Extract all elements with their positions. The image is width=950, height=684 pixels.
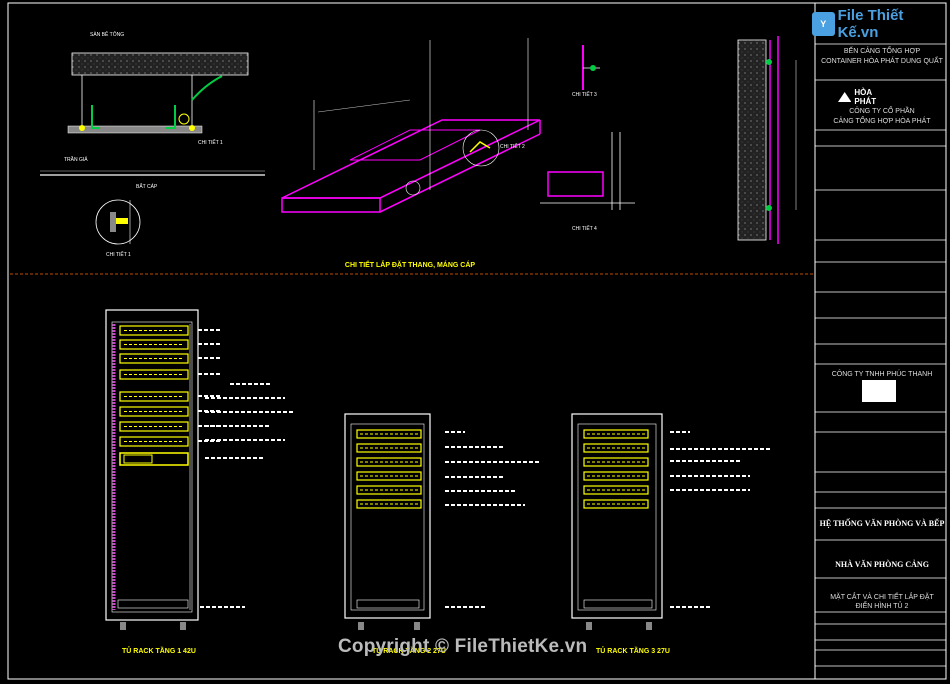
rack-unit: [583, 485, 649, 495]
rack-equipment-units: [119, 325, 652, 630]
rack-3-label: TỦ RACK TẦNG 3 27U: [596, 648, 670, 655]
rack-unit: [119, 406, 189, 417]
watermark-logo: Y File Thiết Kế.vn: [812, 7, 942, 41]
label-tran: TRẦN GIẢ: [64, 157, 88, 163]
label-chi-tiet-4: CHI TIẾT 4: [572, 226, 597, 232]
wall-detail: [737, 36, 797, 244]
drawing-line-1: MẶT CẮT VÀ CHI TIẾT LẮP ĐẶT: [830, 594, 934, 601]
contractor-name: CÔNG TY TNHH PHÚC THANH: [831, 371, 933, 378]
cable-tray-3d: [281, 38, 541, 213]
rack-unit: [119, 452, 189, 466]
drawing-line-2: ĐIỂN HÌNH TỦ 2: [855, 603, 909, 610]
rack-unit: [356, 443, 422, 453]
rack-unit: [356, 457, 422, 467]
rack-unit: [119, 325, 189, 336]
drawing-frame: [7, 2, 947, 680]
rack-unit: [583, 429, 649, 439]
rack-unit: [356, 499, 422, 509]
section-title: CHI TIẾT LẮP ĐẶT THANG, MÁNG CÁP: [344, 262, 476, 269]
rack-1: [105, 309, 199, 621]
detail-1-callout: [95, 199, 141, 245]
system-name: HỆ THỐNG VĂN PHÒNG VÀ BẾP: [819, 519, 945, 528]
rack-3: [571, 413, 663, 619]
rack-unit: [119, 421, 189, 432]
rack-unit: [583, 499, 649, 509]
rack-unit: [119, 436, 189, 447]
title-block-grid: [815, 43, 946, 667]
project-line-1: BẾN CẢNG TỔNG HỢP: [843, 48, 921, 55]
rack-foot: [120, 622, 126, 630]
contractor-logo: [862, 380, 896, 402]
logo-text: HÒA PHÁT: [854, 88, 877, 106]
rack-foot: [180, 622, 186, 630]
project-line-2: CONTAINER HÒA PHÁT DUNG QUẤT: [821, 58, 943, 65]
rack-unit: [583, 443, 649, 453]
slab-detail: [40, 52, 265, 176]
rack-2-label: TỦ RACK TẦNG 2 27U: [372, 648, 446, 655]
label-bat-cap: BẮT CÁP: [136, 184, 158, 190]
label-chi-tiet-3: CHI TIẾT 3: [572, 92, 597, 98]
rack-unit: [119, 391, 189, 402]
label-chi-tiet-1: CHI TIẾT 1: [198, 140, 223, 146]
rack-unit: [119, 369, 189, 380]
rack-unit: [119, 353, 189, 364]
copyright-watermark: Copyright © FileThietKe.vn: [338, 636, 588, 657]
watermark-badge: Y: [812, 12, 835, 36]
rack-foot: [358, 622, 364, 630]
rack-unit: [356, 471, 422, 481]
detail-4: [540, 132, 635, 210]
rack-unit: [356, 429, 422, 439]
rack-unit: [583, 457, 649, 467]
rack-unit: [119, 339, 189, 350]
rack-foot: [414, 622, 420, 630]
label-chi-tiet-2: CHI TIẾT 2: [500, 144, 525, 150]
rack-foot: [646, 622, 652, 630]
label-chi-tiet-1b: CHI TIẾT 1: [106, 252, 131, 258]
label-san: SÀN BÊ TÔNG: [90, 32, 125, 38]
hoa-phat-icon: [838, 92, 852, 102]
owner-logo: HÒA PHÁT: [838, 88, 894, 106]
building-name: NHÀ VĂN PHÒNG CẢNG: [835, 560, 929, 569]
owner-line-1: CÔNG TY CỔ PHẦN: [849, 108, 915, 115]
owner-line-2: CẢNG TỔNG HỢP HÒA PHÁT: [833, 118, 931, 125]
watermark-text: File Thiết Kế.vn: [837, 7, 904, 41]
rack-unit: [356, 485, 422, 495]
rack-unit: [583, 471, 649, 481]
rack-foot: [586, 622, 592, 630]
detail-3-bracket: [582, 45, 600, 90]
rack-2: [344, 413, 431, 619]
rack-leader-labels: [198, 329, 770, 608]
rack-1-label: TỦ RACK TẦNG 1 42U: [122, 648, 196, 655]
